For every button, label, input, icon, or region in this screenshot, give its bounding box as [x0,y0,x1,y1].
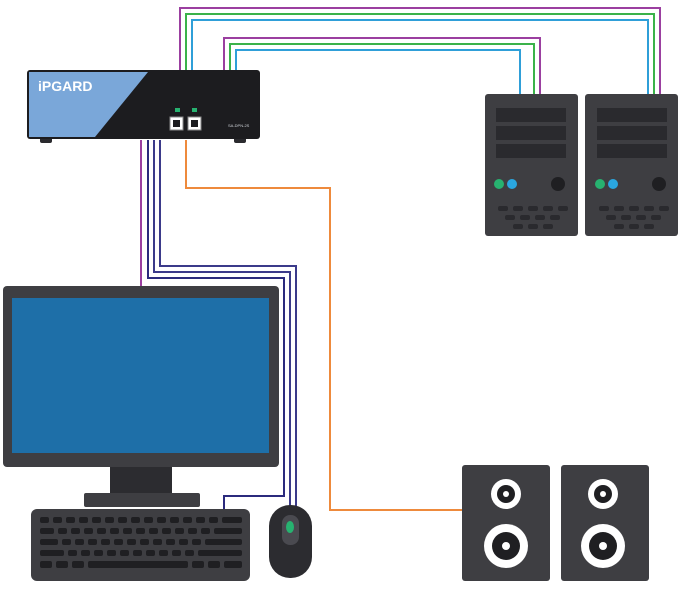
kvm-channel-button-1-inner [173,120,180,127]
kvm-model-label: SA-DPN-2S [228,123,250,128]
mouse [269,505,312,578]
speaker-left [462,465,550,581]
computer-2-bay-1 [597,108,667,122]
cable-usb-blue-computer-1 [235,49,521,95]
computer-1-led-green [494,179,504,189]
speaker-right-tweeter-cap [600,491,606,497]
cables-kvm-to-peripherals [140,140,465,511]
kvm-switch: iPGARD SA-DPN-2S [27,70,260,143]
speaker-left-tweeter-cap [503,491,509,497]
speaker-right-woofer-cap [599,542,607,550]
kvm-faceplate-accent [29,72,148,137]
computer-1-vent [498,206,568,229]
cables-kvm-to-computers [179,7,661,95]
monitor-base [84,493,200,507]
mouse-wheel[interactable] [286,521,294,533]
cable-usb-blue-computer-2 [191,19,649,95]
computer-2-led-blue [608,179,618,189]
kvm-led-2 [192,108,197,112]
speaker-right [561,465,649,581]
cable-usb-mouse [153,140,291,510]
kvm-brand-label: iPGARD [38,78,92,94]
computer-2-bay-3 [597,144,667,158]
cable-audio-speakers [185,140,465,511]
cable-usb-green-computer-1 [229,43,535,95]
computer-2-power-button[interactable] [652,177,666,191]
cable-usb-aux [159,140,297,510]
computer-1 [485,94,578,236]
computer-2-vent [599,206,669,229]
computer-1-power-button[interactable] [551,177,565,191]
cable-usb-green-computer-2 [185,13,655,95]
computer-2-led-green [595,179,605,189]
speaker-left-woofer-cap [502,542,510,550]
computer-2-bay-2 [597,126,667,140]
keyboard [31,509,250,581]
monitor [3,286,279,507]
computer-1-bay-3 [496,144,566,158]
computer-1-led-blue [507,179,517,189]
computer-1-bay-2 [496,126,566,140]
cable-usb-keyboard [147,140,285,510]
keyboard-keys [40,517,242,568]
kvm-led-1 [175,108,180,112]
speaker-left-cabinet [462,465,550,581]
cable-video-computer-1 [223,37,541,95]
monitor-screen [12,298,269,453]
computer-1-bay-1 [496,108,566,122]
monitor-neck [110,467,172,495]
kvm-channel-button-2-inner [191,120,198,127]
cable-video-computer-2 [179,7,661,95]
computer-2 [585,94,678,236]
